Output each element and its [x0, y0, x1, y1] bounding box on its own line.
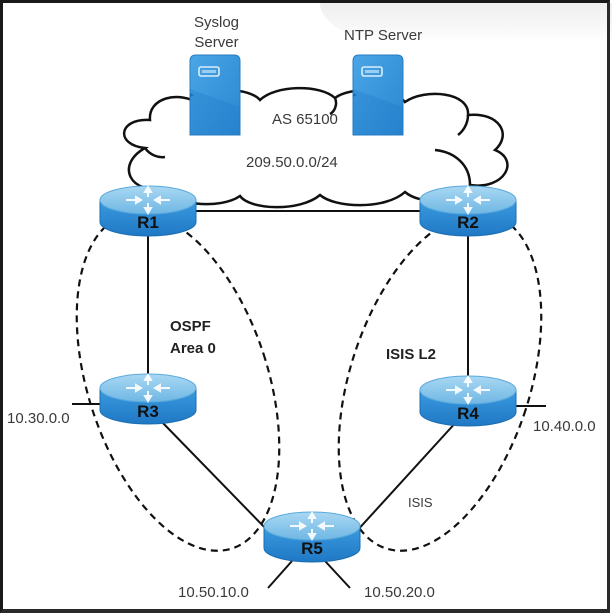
ospf-label-line1: OSPF [170, 318, 211, 335]
ntp-server-label: NTP Server [344, 27, 423, 44]
link-r3-r5 [159, 419, 271, 534]
ntp-server-icon [352, 54, 404, 136]
stub-10-50-10 [267, 560, 293, 589]
as-label: AS 65100 [272, 111, 338, 128]
router-r5-label: R5 [301, 539, 323, 558]
syslog-server-label: Syslog Server [194, 13, 239, 53]
network-10-50-10-label: 10.50.10.0 [178, 584, 249, 601]
network-10-50-20-label: 10.50.20.0 [364, 584, 435, 601]
links [72, 210, 546, 589]
router-r3-label: R3 [137, 402, 159, 421]
syslog-label-line2: Server [194, 34, 239, 51]
cloud-fold [457, 114, 470, 136]
ospf-label-line2: Area 0 [170, 340, 216, 357]
network-10-40-label: 10.40.0.0 [533, 418, 596, 435]
cloud-subnet-label: 209.50.0.0/24 [246, 154, 338, 171]
isis-l2-label: ISIS L2 [386, 346, 437, 363]
syslog-label-line1: Syslog [194, 14, 240, 31]
network-10-30-label: 10.30.0.0 [7, 410, 70, 427]
router-r2-label: R2 [457, 213, 479, 232]
syslog-server-icon [189, 54, 241, 136]
router-r4-label: R4 [457, 404, 479, 423]
screen-glare [320, 3, 612, 43]
link-r4-r5 [354, 419, 459, 534]
ospf-area-label: OSPF Area 0 [170, 316, 216, 360]
isis-link-label: ISIS [408, 495, 433, 510]
cloud-fold [329, 97, 338, 116]
cloud-fold [434, 148, 472, 186]
router-r1-label: R1 [137, 213, 159, 232]
stub-10-50-20 [324, 560, 351, 589]
cloud-fold [143, 147, 166, 159]
